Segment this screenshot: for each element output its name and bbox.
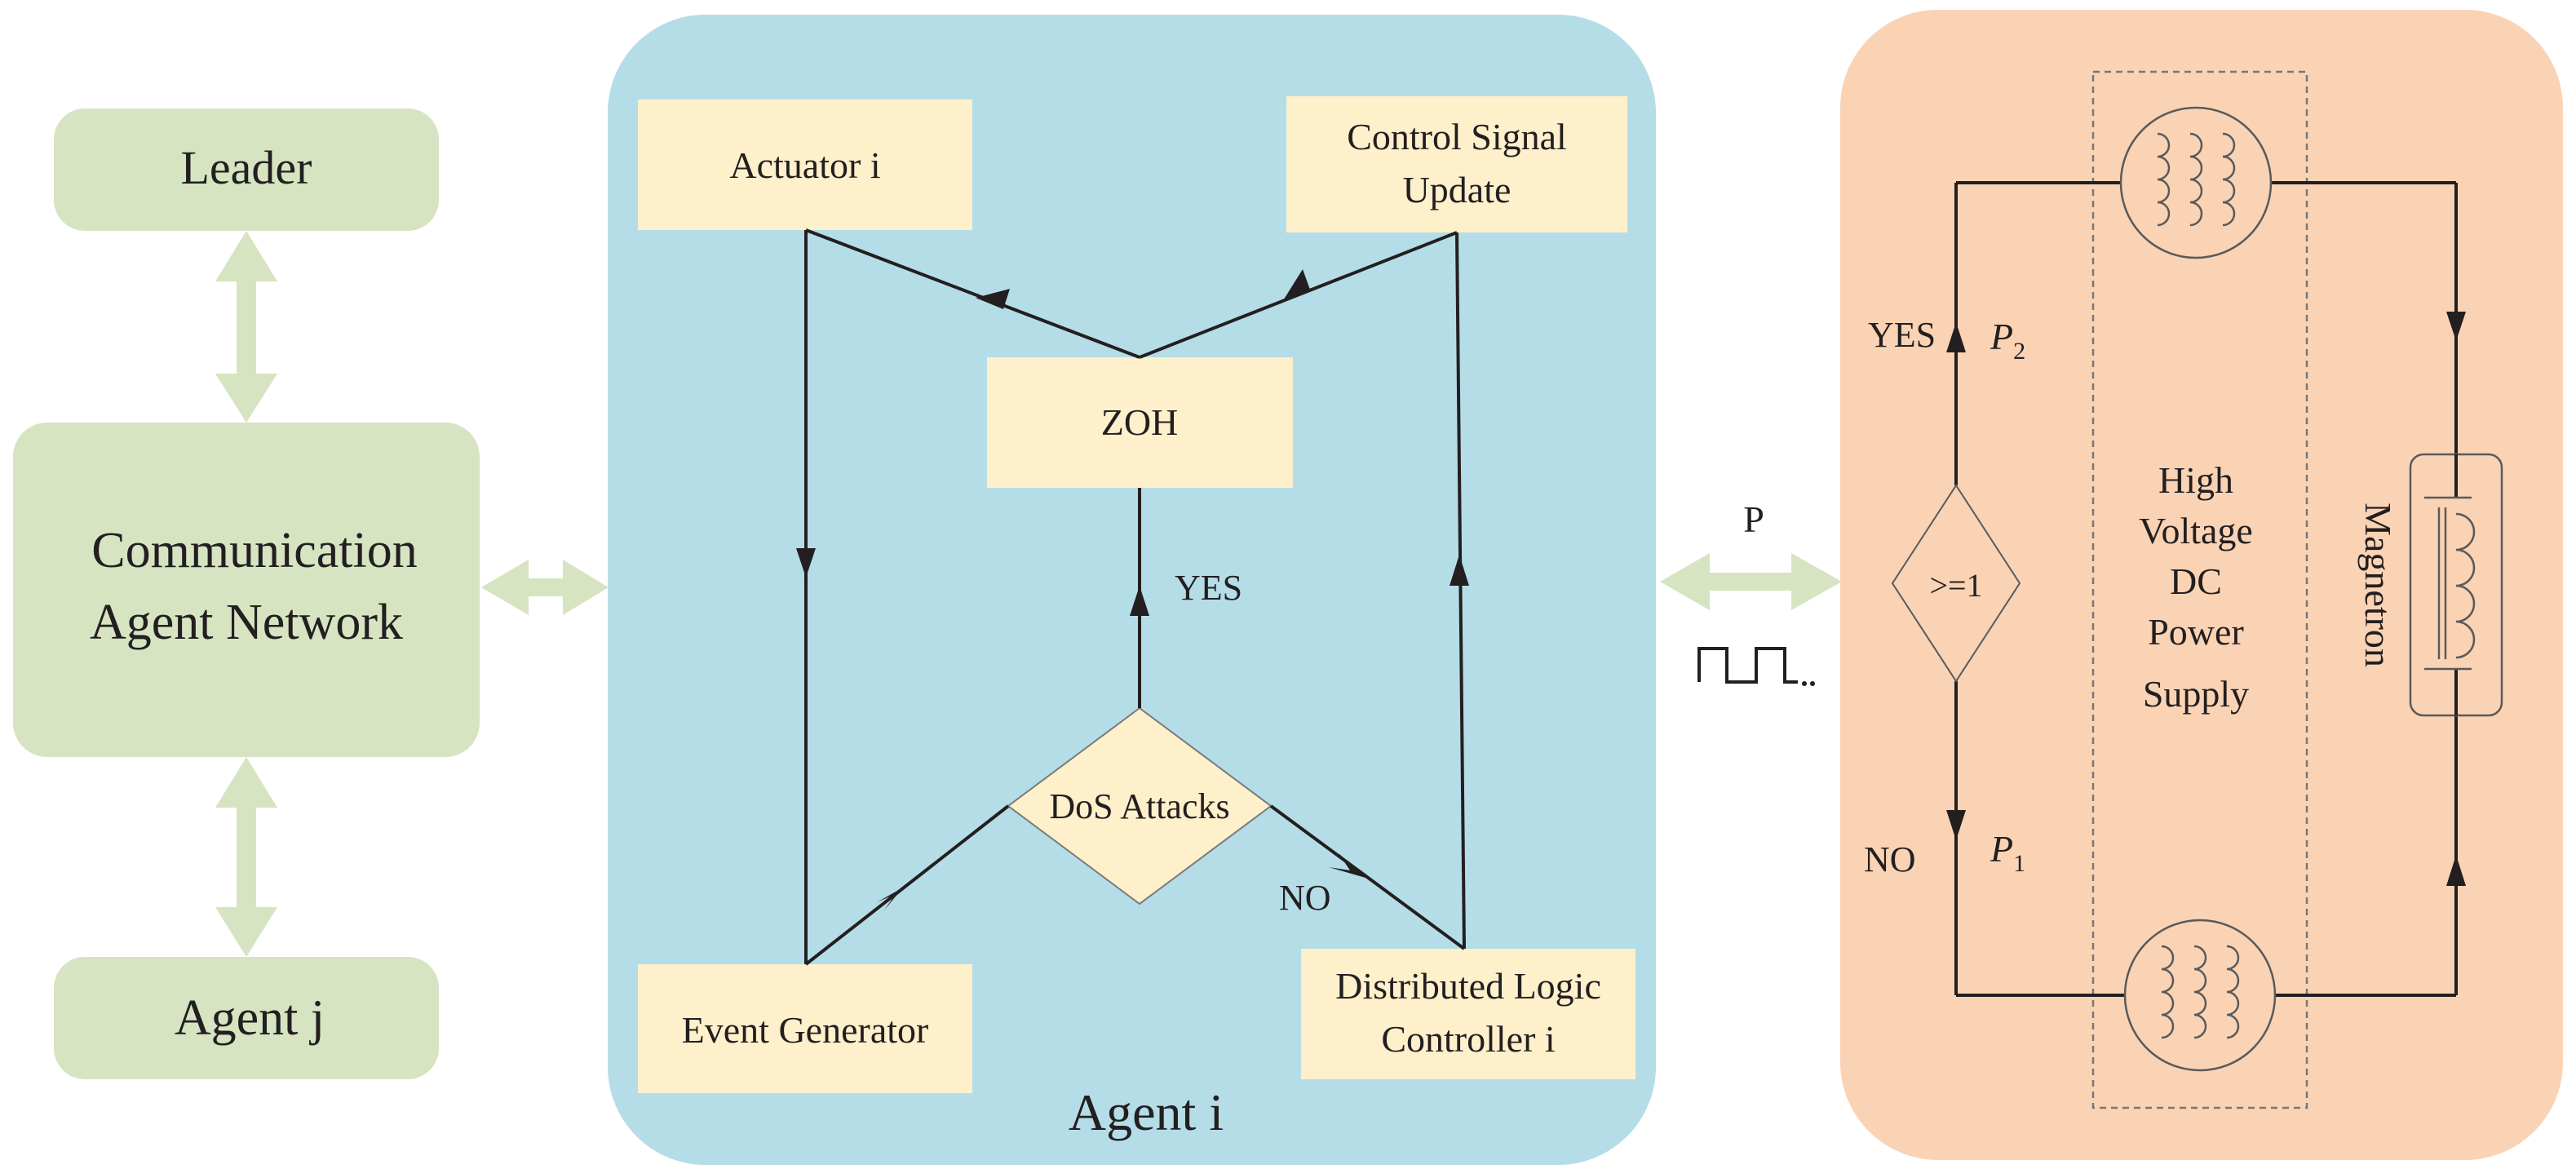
actuator-label: Actuator i	[729, 144, 880, 186]
agent-j-block	[54, 957, 439, 1079]
arrow-controller-to-control	[1450, 555, 1469, 586]
p1-subscript: 1	[2013, 850, 2025, 877]
arrow-actuator-to-event	[796, 548, 816, 578]
dos-decision-diamond	[1007, 706, 1273, 906]
leader-network-double-arrow	[215, 231, 277, 423]
transformer-coil-icon-bottom	[2123, 919, 2277, 1072]
control-signal-node	[1286, 96, 1627, 232]
supply-label-line5: Supply	[2143, 673, 2249, 715]
square-wave-icon	[1697, 647, 1815, 686]
actuator-node	[638, 100, 972, 230]
agent-panel-label: Agent i	[1069, 1083, 1224, 1141]
left-column: Leader Communication Agent Network Agent…	[13, 108, 609, 1079]
zoh-node	[987, 357, 1293, 488]
magnetron-label: Magnetron	[2357, 503, 2399, 667]
supply-label-line2: Voltage	[2139, 510, 2253, 551]
controller-label-line1: Distributed Logic	[1335, 965, 1601, 1007]
p2-subscript: 2	[2013, 338, 2025, 365]
supply-dashed-region	[2091, 70, 2308, 1109]
agent-supply-double-arrow	[1660, 553, 1842, 610]
power-supply-panel: >=1 YES NO P2 P1 High Voltage DC P	[1840, 10, 2563, 1160]
network-agent-double-arrow	[481, 560, 609, 615]
leader-label: Leader	[181, 141, 312, 194]
arrow-no-down	[1946, 810, 1966, 840]
right-yes-label: YES	[1868, 315, 1936, 355]
transformer-coil-icon	[2119, 106, 2273, 259]
arrow-control-to-zoh	[1282, 269, 1310, 302]
magnetron-icon	[2409, 453, 2503, 717]
circuit-arrowheads	[1946, 312, 2466, 886]
control-signal-label-line2: Update	[1403, 169, 1512, 210]
p2-label: P2	[1990, 316, 2025, 365]
network-label-line2: Agent Network	[90, 595, 403, 650]
supply-label-line4: Power	[2148, 611, 2244, 653]
no-label: NO	[1279, 878, 1331, 918]
controller-node	[1301, 949, 1635, 1079]
event-generator-node	[638, 964, 972, 1093]
arrow-dos-to-zoh	[1130, 586, 1149, 616]
agent-panel-background	[608, 15, 1656, 1165]
p1-label: P1	[1990, 828, 2025, 877]
agent-panel: Agent i Actuator i Control Signal Update…	[608, 15, 1656, 1165]
agent-flow-arrowheads	[796, 269, 1469, 911]
arrow-event-to-dos	[877, 888, 903, 911]
arrow-right-down	[2446, 312, 2466, 341]
panel-link: P	[1660, 498, 1842, 686]
right-no-label: NO	[1864, 839, 1916, 879]
arrow-dos-to-controller	[1329, 853, 1365, 878]
threshold-label: >=1	[1929, 567, 1982, 604]
arrow-yes-up	[1946, 322, 1966, 352]
agent-flow-lines	[804, 228, 1466, 966]
controller-label-line2: Controller i	[1381, 1018, 1555, 1060]
agent-j-label: Agent j	[175, 990, 325, 1046]
network-block	[13, 423, 480, 757]
p-label: P	[1743, 498, 1764, 540]
yes-label: YES	[1175, 568, 1242, 608]
arrow-zoh-to-actuator	[976, 289, 1010, 309]
control-signal-label-line1: Control Signal	[1347, 116, 1567, 157]
arrow-right-up	[2446, 855, 2466, 886]
power-panel-background	[1840, 10, 2563, 1160]
event-generator-label: Event Generator	[682, 1009, 929, 1051]
network-agentj-double-arrow	[215, 757, 277, 957]
network-label-line1: Communication	[91, 523, 418, 578]
zoh-label: ZOH	[1101, 401, 1179, 443]
supply-label-line1: High	[2158, 459, 2233, 501]
supply-label-line3: DC	[2170, 560, 2222, 602]
leader-block	[54, 108, 439, 231]
threshold-decision-diamond	[1891, 484, 2021, 683]
dos-label: DoS Attacks	[1049, 786, 1229, 826]
